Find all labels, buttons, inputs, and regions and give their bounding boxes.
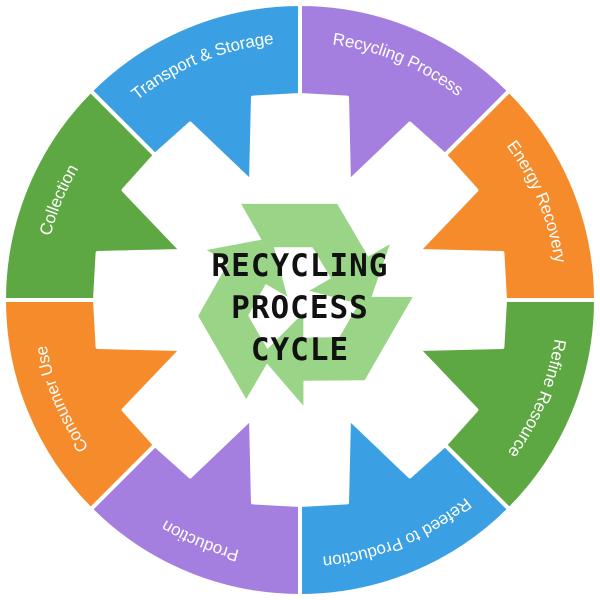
segment-arrow-shape: [88, 416, 302, 598]
center-title: RECYCLING PROCESS CYCLE: [212, 248, 389, 368]
segment-arrow-shape: [2, 88, 184, 302]
cycle-segment: Energy Recovery: [416, 88, 598, 302]
cycle-segment: Transport & Storage: [88, 2, 302, 184]
cycle-segment: Collection: [2, 88, 184, 302]
segment-arrow-shape: [298, 416, 512, 598]
recycle-arrow: [260, 296, 413, 406]
cycle-segment: Consumer Use: [2, 298, 184, 512]
recycle-arrow: [198, 237, 288, 400]
cycle-segment: Refine Resource: [416, 298, 598, 512]
cycle-segment: Recycling Process: [298, 2, 512, 184]
recycle-arrow: [241, 203, 390, 307]
center-title-line-2: PROCESS: [231, 290, 369, 326]
segment-arrow-shape: [416, 298, 598, 512]
recycle-symbol-icon: [198, 203, 413, 406]
center-title-line-3: CYCLE: [251, 332, 349, 368]
segment-arrow-shape: [2, 298, 184, 512]
segment-arrow-shape: [298, 2, 512, 184]
center-title-line-1: RECYCLING: [212, 248, 389, 284]
cycle-segment: Production: [88, 416, 302, 598]
segment-arrow-shape: [416, 88, 598, 302]
segment-arrow-shape: [88, 2, 302, 184]
